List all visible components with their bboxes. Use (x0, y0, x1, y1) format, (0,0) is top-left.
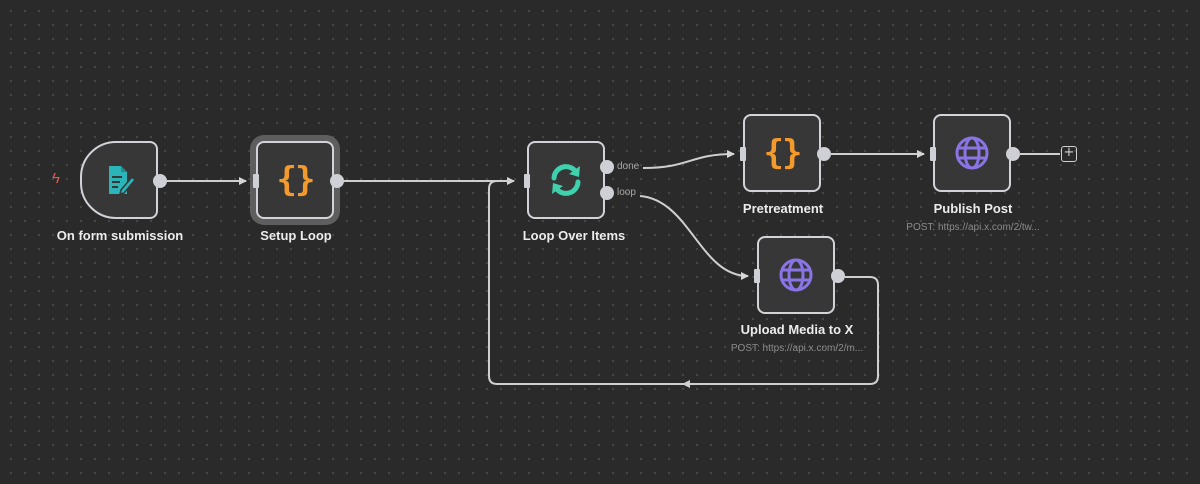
node-label: On form submission (56, 228, 184, 243)
node-publish-post[interactable] (933, 114, 1011, 192)
port-label-loop: loop (617, 187, 636, 198)
globe-icon (779, 258, 813, 292)
refresh-icon (551, 164, 581, 196)
edge-done-to-pretreatment[interactable] (642, 150, 735, 169)
add-node-button[interactable]: + (1061, 146, 1077, 162)
output-handle[interactable] (153, 174, 167, 188)
edge-direction-arrow (682, 380, 690, 388)
output-handle-done[interactable] (600, 160, 614, 174)
code-braces-icon: {} (763, 133, 803, 173)
node-label: Publish Post (933, 201, 1013, 216)
node-label: Pretreatment (742, 201, 824, 216)
node-on-form-submission[interactable] (80, 141, 158, 219)
node-subtitle: POST: https://api.x.com/2/m... (730, 343, 864, 354)
node-setup-loop[interactable]: {} (256, 141, 334, 219)
node-loop-over-items[interactable] (527, 141, 605, 219)
node-label: Setup Loop (260, 228, 332, 243)
node-subtitle: POST: https://api.x.com/2/tw... (906, 222, 1040, 233)
output-handle[interactable] (831, 269, 845, 283)
globe-icon (955, 136, 989, 170)
port-label-done: done (617, 161, 640, 172)
lightning-bolt-icon: ϟ (52, 170, 60, 187)
output-handle-loop[interactable] (600, 186, 614, 200)
input-handle[interactable] (754, 269, 760, 283)
input-handle[interactable] (524, 174, 530, 188)
output-handle[interactable] (330, 174, 344, 188)
node-label: Upload Media to X (740, 322, 854, 337)
output-handle[interactable] (817, 147, 831, 161)
input-handle[interactable] (740, 147, 746, 161)
input-handle[interactable] (253, 174, 259, 188)
node-pretreatment[interactable]: {} (743, 114, 821, 192)
node-upload-media-to-x[interactable] (757, 236, 835, 314)
form-edit-icon (109, 166, 137, 196)
code-braces-icon: {} (276, 160, 316, 200)
edge-loop-to-upload-media[interactable] (639, 195, 749, 280)
node-label: Loop Over Items (522, 228, 626, 243)
output-handle[interactable] (1006, 147, 1020, 161)
input-handle[interactable] (930, 147, 936, 161)
